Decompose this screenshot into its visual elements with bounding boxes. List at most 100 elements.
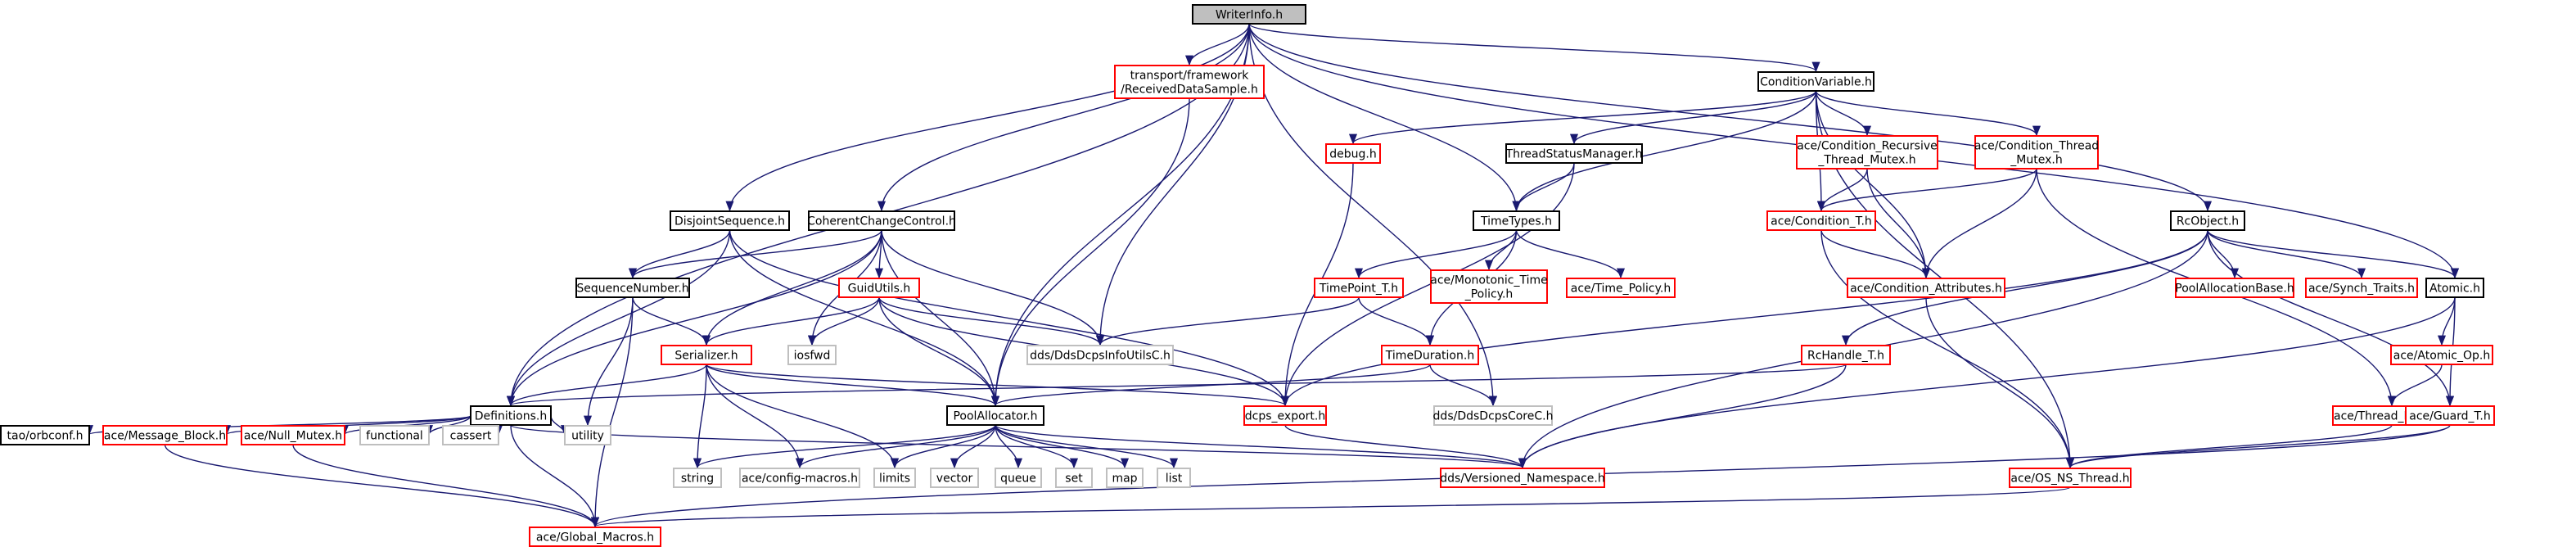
node-condattr[interactable]: ace/Condition_Attributes.h — [1847, 278, 2005, 298]
edge-condrecursive-to-condattr — [1866, 168, 1931, 279]
node-debug[interactable]: debug.h — [1325, 143, 1381, 164]
node-timepoint-label: TimePoint_T.h — [1319, 283, 1398, 296]
nodes-layer: WriterInfo.h transport/framework/Received… — [0, 4, 2495, 547]
node-timepolicy[interactable]: ace/Time_Policy.h — [1566, 278, 1676, 298]
edge-poolallocator-to-set — [995, 424, 1078, 469]
node-limits: limits — [873, 468, 916, 488]
node-coherent[interactable]: CoherentChangeControl.h — [807, 210, 956, 231]
node-osns[interactable]: ace/OS_NS_Thread.h — [2009, 468, 2132, 488]
node-msgblock-box — [102, 425, 228, 445]
node-msgblock-label: ace/Message_Block.h — [104, 430, 226, 443]
node-utility-label: utility — [571, 430, 604, 443]
edge-conditiont-to-condattr — [1820, 229, 1930, 279]
edge-guardt-to-osns — [2066, 424, 2451, 469]
node-writerinfo-box — [1192, 4, 1306, 25]
node-conditiont[interactable]: ace/Condition_T.h — [1766, 210, 1876, 231]
node-condrecursive-box — [1796, 135, 1938, 170]
node-timetypes[interactable]: TimeTypes.h — [1473, 210, 1560, 231]
node-vector-box — [930, 468, 979, 488]
node-timepoint-box — [1314, 278, 1404, 298]
node-globalmacros[interactable]: ace/Global_Macros.h — [529, 527, 661, 547]
node-disjoint[interactable]: DisjointSequence.h — [670, 210, 790, 231]
node-threadstatus[interactable]: ThreadStatusManager.h — [1505, 143, 1643, 164]
node-map: map — [1106, 468, 1144, 488]
node-timeduration[interactable]: TimeDuration.h — [1381, 345, 1479, 365]
node-timeduration-label: TimeDuration.h — [1385, 350, 1474, 363]
edge-writerinfo-to-received — [1184, 23, 1250, 66]
node-received[interactable]: transport/framework/ReceivedDataSample.h — [1114, 65, 1265, 99]
node-orbconf[interactable]: tao/orbconf.h — [0, 425, 90, 445]
edge-condvar-to-threadstatus — [1570, 90, 1817, 145]
edge-rcobject-to-dcpsexport — [1281, 229, 2208, 407]
node-cassert: cassert — [442, 425, 499, 445]
edge-coherent-to-poolallocator — [881, 229, 1000, 407]
edge-writerinfo-to-rcobject — [1248, 23, 2212, 212]
node-serializer-label: Serializer.h — [674, 350, 738, 363]
edge-nullmutex-to-globalmacros — [292, 444, 599, 528]
node-serializer[interactable]: Serializer.h — [661, 345, 752, 365]
node-guidutils[interactable]: GuidUtils.h — [838, 278, 920, 298]
node-globalmacros-box — [529, 527, 661, 547]
node-dcpsinfoutils-box — [1026, 345, 1174, 365]
edge-conditiont-to-osns — [1820, 229, 2075, 469]
node-monotonic[interactable]: ace/Monotonic_Time_Policy.h — [1430, 269, 1548, 304]
node-poolallocbase-label: PoolAllocationBase.h — [2175, 283, 2294, 296]
edge-definitions-to-globalmacros — [510, 424, 600, 528]
node-dcpscorec-box — [1433, 405, 1553, 426]
node-msgblock[interactable]: ace/Message_Block.h — [102, 425, 228, 445]
node-versioned-box — [1440, 468, 1605, 488]
node-disjoint-box — [670, 210, 790, 231]
edge-guidutils-to-dcpsinfoutils — [878, 296, 1104, 346]
node-definitions-label: Definitions.h — [475, 410, 547, 423]
node-condattr-box — [1847, 278, 2005, 298]
node-received-label: transport/framework — [1130, 70, 1250, 83]
node-writerinfo[interactable]: WriterInfo.h — [1192, 4, 1306, 25]
node-guardt-label: ace/Guard_T.h — [2409, 410, 2491, 423]
edge-condvar-to-condthread — [1815, 90, 2041, 137]
node-timepolicy-box — [1566, 278, 1676, 298]
node-seqnum[interactable]: SequenceNumber.h — [575, 278, 690, 298]
edge-poolallocator-to-limits — [891, 424, 996, 469]
node-timepoint[interactable]: TimePoint_T.h — [1314, 278, 1404, 298]
edge-writerinfo-to-timetypes — [1248, 23, 1521, 212]
node-guidutils-label: GuidUtils.h — [848, 283, 911, 296]
node-versioned-label: dds/Versioned_Namespace.h — [1440, 472, 1604, 486]
node-received-box — [1114, 65, 1265, 99]
node-monotonic-label: ace/Monotonic_Time — [1430, 274, 1547, 287]
node-nullmutex[interactable]: ace/Null_Mutex.h — [241, 425, 345, 445]
node-definitions[interactable]: Definitions.h — [470, 405, 552, 426]
edge-writerinfo-to-coherent — [877, 23, 1250, 212]
node-seqnum-label: SequenceNumber.h — [576, 283, 688, 296]
node-poolallocbase[interactable]: PoolAllocationBase.h — [2175, 278, 2294, 298]
node-synchtraits[interactable]: ace/Synch_Traits.h — [2305, 278, 2418, 298]
node-osns-box — [2009, 468, 2132, 488]
node-dcpscorec: dds/DdsDcpsCoreC.h — [1433, 405, 1553, 426]
node-rcobject[interactable]: RcObject.h — [2170, 210, 2245, 231]
node-timeduration-box — [1381, 345, 1479, 365]
node-orbconf-box — [0, 425, 90, 445]
node-condvar[interactable]: ConditionVariable.h — [1757, 71, 1874, 92]
node-rchandle[interactable]: RcHandle_T.h — [1801, 345, 1891, 365]
node-condrecursive[interactable]: ace/Condition_Recursive_Thread_Mutex.h — [1796, 135, 1938, 170]
node-list-box — [1157, 468, 1191, 488]
edge-timeduration-to-poolallocator — [991, 364, 1431, 407]
node-atomic[interactable]: Atomic.h — [2425, 278, 2484, 298]
node-atomicop[interactable]: ace/Atomic_Op.h — [2390, 345, 2493, 365]
node-string-box — [673, 468, 722, 488]
edge-serializer-to-poolallocator — [706, 364, 999, 407]
node-condthread[interactable]: ace/Condition_Thread_Mutex.h — [1974, 135, 2099, 170]
node-versioned[interactable]: dds/Versioned_Namespace.h — [1440, 468, 1605, 488]
node-dcpsexport[interactable]: dcps_export.h — [1243, 405, 1327, 426]
edge-threadstatus-to-dcpsexport — [1280, 162, 1575, 407]
edge-condthread-to-conditiont — [1817, 168, 2037, 212]
node-dcpsexport-box — [1243, 405, 1327, 426]
node-poolallocator[interactable]: PoolAllocator.h — [946, 405, 1044, 426]
node-guardt[interactable]: ace/Guard_T.h — [2405, 405, 2495, 426]
node-string: string — [673, 468, 722, 488]
node-queue-box — [995, 468, 1042, 488]
edge-serializer-to-string — [692, 364, 707, 469]
node-vector: vector — [930, 468, 979, 488]
edge-condvar-to-debug — [1349, 90, 1817, 145]
node-limits-box — [873, 468, 916, 488]
